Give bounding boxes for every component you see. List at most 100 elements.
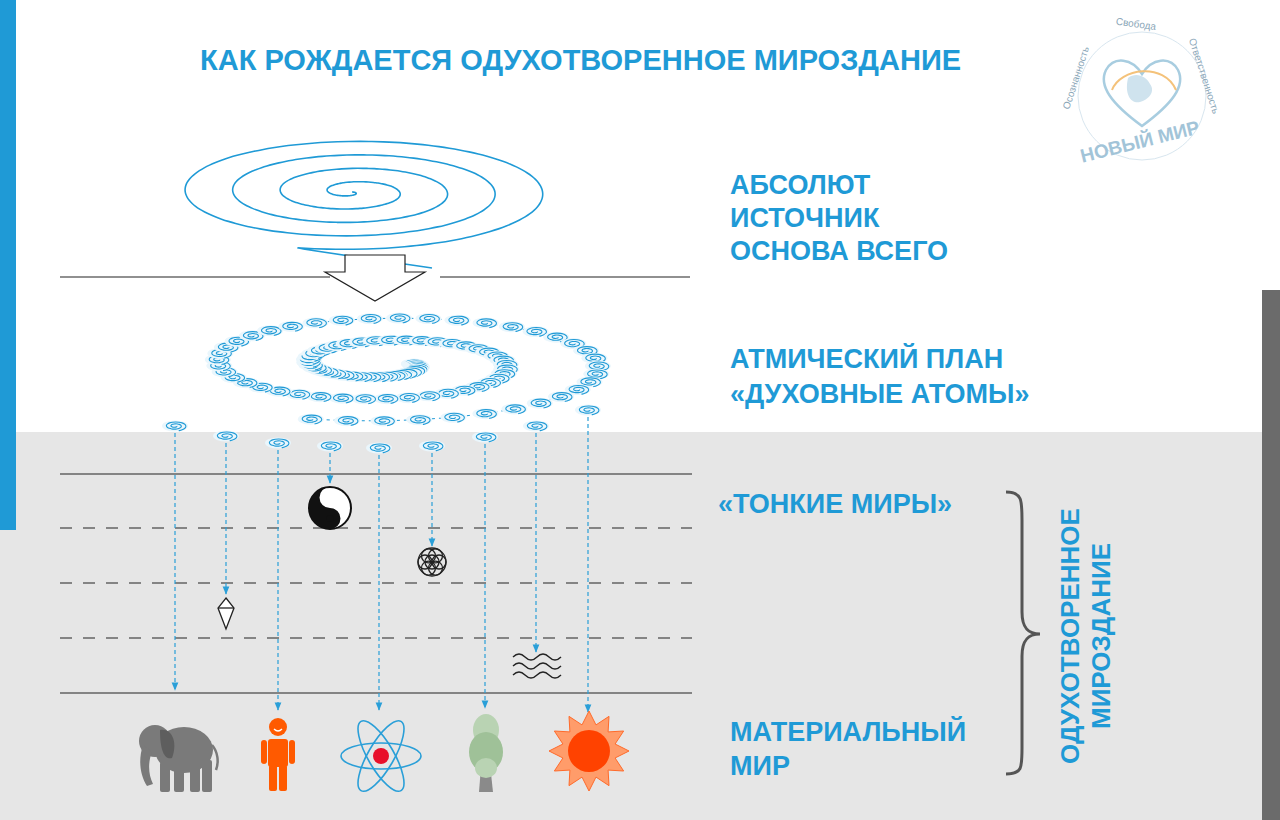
elephant-icon [139, 725, 218, 792]
atom-spiral [527, 327, 546, 336]
logo-text: Ответственность [1186, 37, 1221, 116]
grey-ground [0, 432, 1262, 820]
level-line [60, 692, 692, 693]
atom-spiral [506, 405, 525, 414]
atom-ground [213, 431, 239, 442]
brace [1006, 492, 1040, 774]
atom-spiral [375, 417, 394, 426]
atom-ground [419, 441, 445, 452]
atom-ground [162, 421, 188, 432]
descent-lines [175, 417, 588, 712]
atom-ground [317, 441, 343, 452]
atom-ground [329, 315, 355, 326]
level-line [60, 637, 692, 638]
side-bar [1262, 290, 1280, 820]
atom-ground [523, 421, 549, 432]
level-line [60, 527, 692, 528]
atom-ground [386, 313, 412, 324]
level-line [60, 473, 692, 474]
atom-spiral [400, 394, 419, 403]
vertical-label: ОДУХОТВОРЕННОЕ [1056, 508, 1086, 764]
tree-icon [469, 714, 503, 792]
atom-spiral [449, 316, 468, 325]
sun-icon [549, 711, 629, 791]
atom-ground [357, 313, 383, 324]
atom-ground [472, 408, 498, 419]
level-label: «ТОНКИЕ МИРЫ» [718, 489, 952, 520]
atom-guide [218, 318, 597, 421]
atom-ground [499, 321, 525, 332]
descent-arrow-line [484, 444, 485, 708]
atom-ground [440, 412, 466, 423]
atom-spiral [370, 444, 389, 453]
atom-ground [366, 443, 392, 454]
level-label: «ДУХОВНЫЕ АТОМЫ» [730, 379, 1030, 410]
spiral-path [185, 141, 543, 268]
spiritual-atoms [162, 313, 611, 454]
atom-ground [548, 391, 574, 402]
yin-yang-symbol [309, 487, 351, 529]
descent-arrow-line [174, 433, 175, 690]
descent-arrow-line [431, 453, 432, 546]
atom-ground [265, 438, 291, 449]
atom-spiral [283, 322, 302, 331]
flower-symbol [418, 548, 446, 576]
atom-spiral [552, 393, 571, 402]
atom-spiral [531, 399, 550, 408]
logo-text: Свобода [1115, 15, 1157, 32]
descent-arrow [325, 255, 425, 301]
atom-spiral [333, 316, 352, 325]
atom-spiral [579, 406, 598, 415]
absolute-spiral [185, 141, 543, 268]
atom-ground [374, 393, 400, 404]
level-label: АБСОЛЮТ [730, 170, 870, 201]
atom-ground [334, 415, 360, 426]
atom-ground [527, 398, 553, 409]
atom-spiral [262, 327, 281, 336]
atom-spiral [420, 315, 439, 324]
level-label: ИСТОЧНИК [730, 203, 879, 234]
atom-spiral [477, 319, 496, 328]
atom-spiral [569, 385, 588, 394]
atom-spiral [356, 395, 375, 404]
atom-spiral [166, 422, 185, 431]
atom-spiral [476, 433, 495, 442]
atom-icon [341, 715, 421, 797]
level-label: МИР [730, 751, 790, 782]
vertical-label: МИРОЗДАНИЕ [1087, 543, 1117, 729]
atom-spiral [423, 442, 442, 451]
atom-ground [501, 403, 527, 414]
descent-arrow-line [225, 443, 226, 594]
atom-ground [406, 414, 432, 425]
atom-spiral [307, 319, 326, 328]
person-icon [261, 718, 295, 791]
atom-spiral [477, 410, 496, 419]
level-label: ОСНОВА ВСЕГО [730, 236, 948, 267]
atom-spiral [411, 416, 430, 425]
atom-spiral [334, 394, 353, 403]
descent-arrow-line [277, 450, 278, 710]
descent-arrow-line [535, 433, 536, 652]
atom-ground [370, 415, 396, 426]
level-line [60, 582, 692, 583]
atom-spiral [311, 393, 330, 402]
atom-spiral [527, 422, 546, 431]
atom-spiral [390, 314, 409, 323]
descent-arrow-line [329, 453, 330, 483]
atom-ground [445, 315, 471, 326]
atom-spiral [338, 417, 357, 426]
atom-ground [473, 317, 499, 328]
atom-spiral [321, 442, 340, 451]
left-bar [0, 0, 16, 530]
level-label: МАТЕРИАЛЬНЫЙ [730, 717, 966, 748]
atom-ground [298, 414, 324, 425]
atom-spiral [217, 432, 236, 441]
separator [60, 276, 330, 277]
atom-ground [415, 313, 441, 324]
logo-text: Осознанность [1060, 45, 1091, 111]
atom-ground [575, 405, 601, 416]
title: КАК РОЖДАЕТСЯ ОДУХОТВОРЕННОЕ МИРОЗДАНИЕ [200, 44, 961, 77]
atom-ground [303, 317, 329, 328]
atom-spiral [420, 392, 439, 401]
atom-spiral [290, 390, 309, 399]
